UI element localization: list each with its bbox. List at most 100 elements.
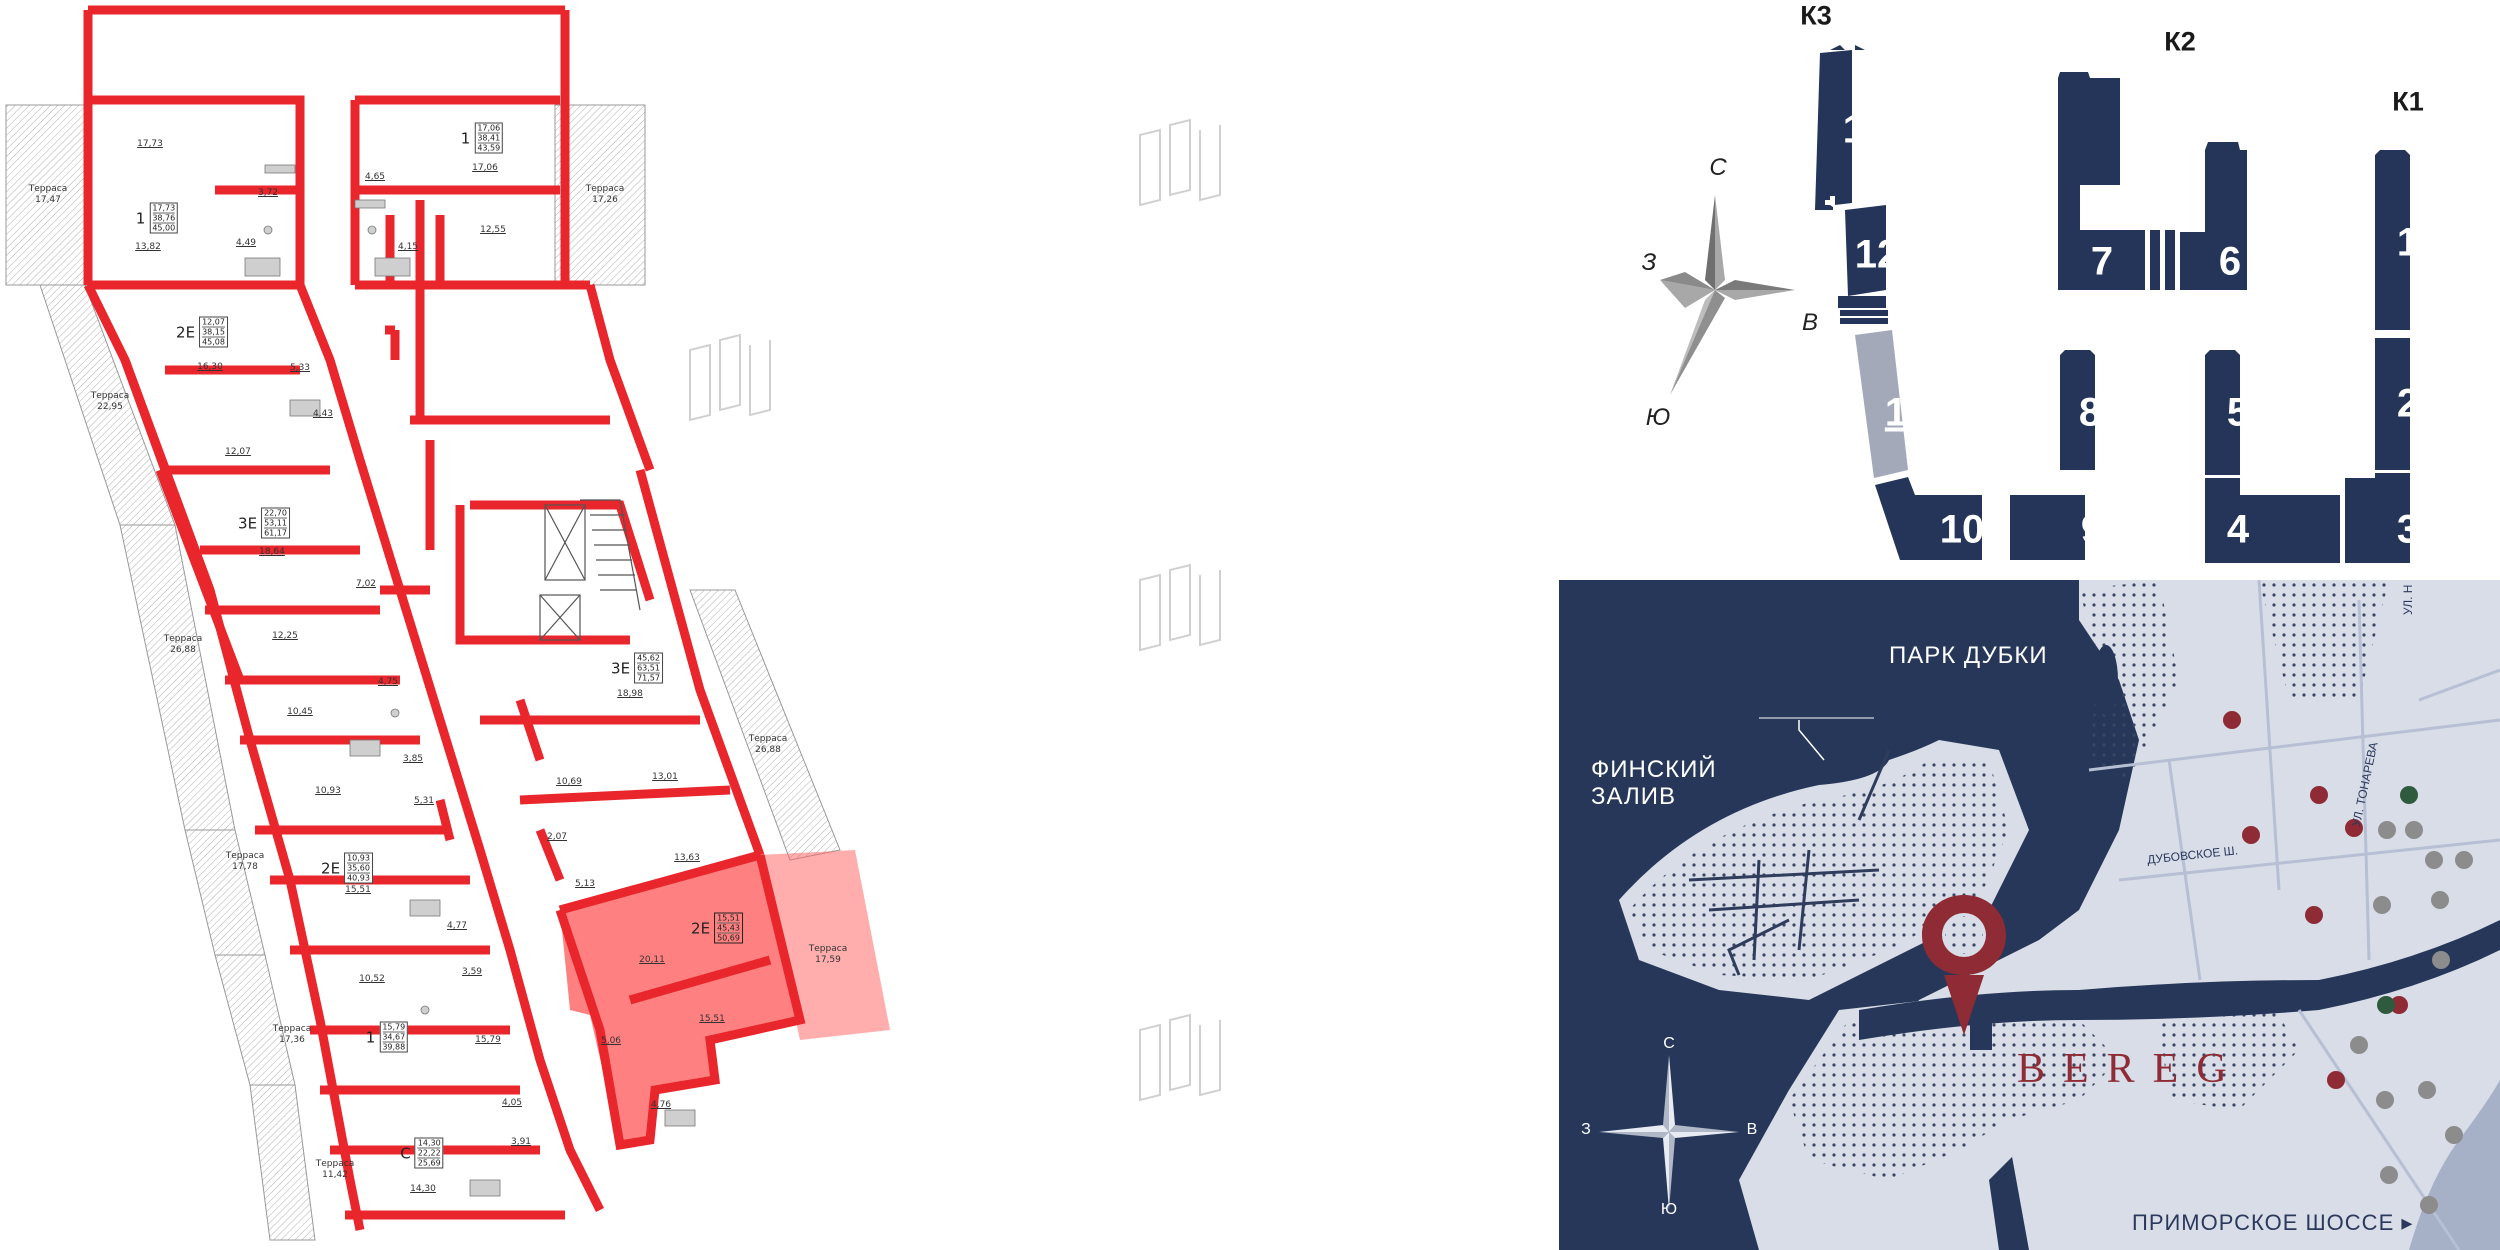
room-area: 10,52	[359, 974, 385, 984]
location-pin-icon	[1922, 895, 2006, 1035]
room-area: 16,30	[197, 362, 223, 372]
stair-core	[539, 499, 641, 641]
building-label-8: 8	[2078, 390, 2102, 435]
building-13[interactable]	[1815, 50, 1852, 210]
room-area: 4,77	[446, 921, 468, 931]
compass-south: Ю	[1645, 404, 1671, 431]
room-area: 18,98	[617, 689, 643, 699]
room-area: 7,02	[355, 579, 377, 589]
floor-plan-drawing	[5, 5, 890, 1241]
building-1[interactable]	[2375, 150, 2410, 330]
building-7[interactable]	[2058, 72, 2145, 290]
park-label: ПАРК ДУБКИ	[1889, 642, 2048, 669]
building-label-3: 3	[2396, 507, 2420, 552]
room-area: 15,51	[699, 1014, 725, 1024]
room-area: 17,06	[472, 163, 498, 173]
building-6[interactable]	[2180, 142, 2247, 290]
building-4[interactable]	[2205, 478, 2340, 563]
map-compass-north: С	[1663, 1035, 1675, 1052]
building-label-6: 6	[2218, 239, 2242, 284]
room-area: 12,25	[272, 631, 298, 641]
map-compass-east: В	[1746, 1121, 1758, 1138]
location-map-drawing	[1559, 580, 2500, 1250]
room-area: 10,45	[287, 707, 313, 717]
queue-label-k2: К2	[2164, 26, 2196, 57]
apartment-type: 2Е	[321, 859, 341, 877]
apartment-type: 3Е	[238, 514, 258, 532]
building-10[interactable]	[1875, 477, 1982, 560]
room-area: 2,07	[546, 832, 568, 842]
building-label-1: 1	[2396, 220, 2420, 265]
map-compass-west: З	[1581, 1121, 1591, 1138]
building-8[interactable]	[2060, 350, 2095, 470]
poi-dots	[2223, 711, 2473, 1214]
room-area: 4,43	[312, 409, 334, 419]
apartment-type: С	[400, 1144, 411, 1162]
building-label-11: 11	[1884, 390, 1928, 435]
building-5[interactable]	[2205, 350, 2240, 475]
park-pointer	[1798, 720, 1825, 761]
room-area: 4,76	[650, 1100, 672, 1110]
watermark-logo	[1139, 563, 1221, 652]
compass-west: З	[1641, 249, 1657, 276]
building-label-4: 4	[2226, 507, 2250, 552]
queue-label-k3: К3	[1800, 0, 1832, 31]
watermark-logo	[689, 333, 771, 422]
watermark-logo	[1139, 118, 1221, 207]
watermark-logo	[1139, 1013, 1221, 1102]
room-area: 17,73	[137, 139, 163, 149]
apartment-type: 1	[365, 1028, 376, 1046]
room-area: 15,79	[475, 1035, 501, 1045]
queue-label-k1: К1	[2392, 86, 2424, 117]
room-area: 10,69	[556, 777, 582, 787]
building-label-13: 13	[1842, 107, 1888, 152]
building-9[interactable]	[2010, 495, 2085, 560]
gulf-label: ФИНСКИЙ ЗАЛИВ	[1591, 756, 1717, 810]
map-compass-star	[1599, 1055, 1739, 1210]
room-area: 13,82	[135, 242, 161, 252]
building-label-9: 9	[2080, 507, 2104, 552]
room-area: 3,85	[402, 754, 424, 764]
building-label-7: 7	[2090, 239, 2114, 284]
brand-logo: BEREG	[2017, 1046, 2245, 1092]
apartment-type: 1	[135, 209, 146, 227]
room-area: 3,91	[510, 1137, 532, 1147]
building-2[interactable]	[2375, 338, 2410, 470]
room-area: 10,93	[315, 786, 341, 796]
building-label-10: 10	[1939, 507, 1985, 552]
room-area: 3,59	[461, 967, 483, 977]
room-area: 4,75	[377, 677, 399, 687]
building-label-2: 2	[2396, 381, 2420, 426]
room-area: 4,65	[364, 172, 386, 182]
room-area: 5,06	[600, 1036, 622, 1046]
building-12[interactable]	[1845, 205, 1886, 296]
apartment-type: 3Е	[611, 659, 631, 677]
room-area: 5,33	[289, 363, 311, 373]
room-area: 13,63	[674, 853, 700, 863]
apartment-type: 1	[460, 129, 471, 147]
room-area: 5,13	[574, 879, 596, 889]
compass-star	[1660, 195, 1795, 395]
apartment-type: 2Е	[691, 919, 711, 937]
building-3[interactable]	[2345, 473, 2410, 563]
room-area: 12,55	[480, 225, 506, 235]
room-area: 4,05	[501, 1098, 523, 1108]
room-area: 5,31	[413, 796, 435, 806]
building-11[interactable]	[1855, 330, 1908, 478]
